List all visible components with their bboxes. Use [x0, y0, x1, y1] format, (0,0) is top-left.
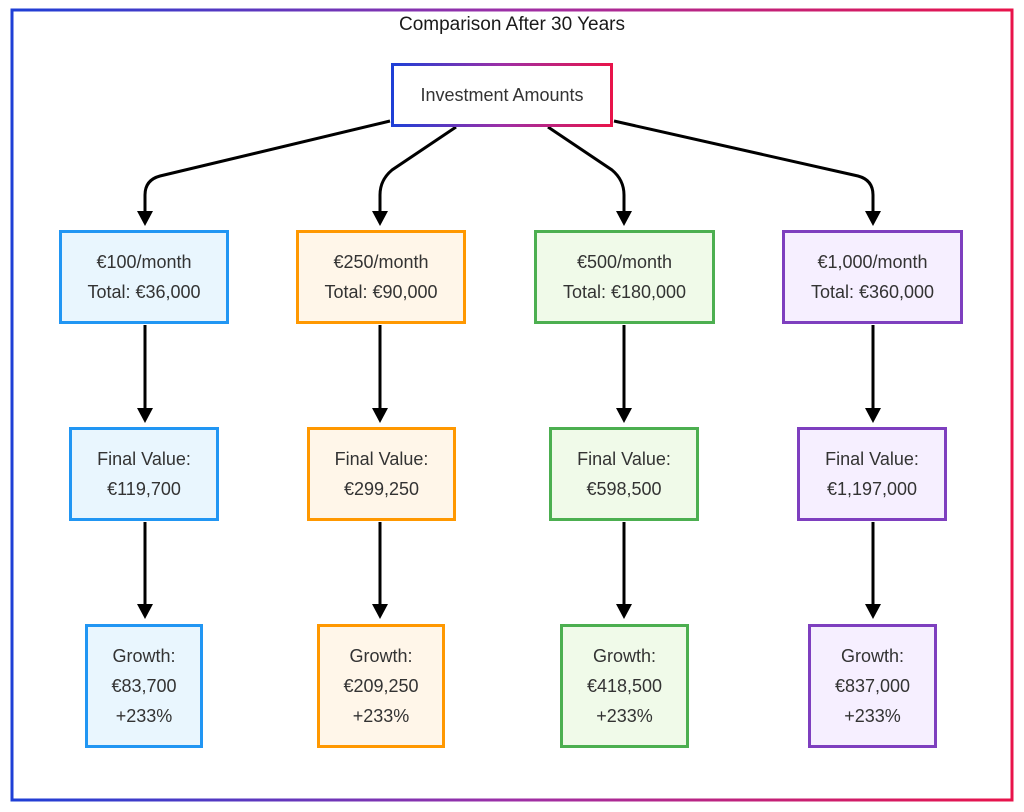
arrowhead: [865, 604, 881, 619]
monthly-amount-label: €250/month: [333, 252, 429, 272]
node-growth-1000: Growth: €837,000 +233%: [808, 624, 937, 748]
final-value-label: Final Value:: [97, 449, 191, 469]
arrowhead: [865, 211, 881, 226]
arrowhead: [616, 604, 632, 619]
arrowhead: [616, 211, 632, 226]
growth-amount: €837,000: [834, 676, 911, 696]
growth-percent: +233%: [596, 706, 653, 726]
total-contributed-label: Total: €36,000: [87, 282, 201, 302]
monthly-amount-label: €100/month: [96, 252, 192, 272]
monthly-amount-label: €500/month: [576, 252, 673, 272]
connector-root-to-500: [547, 125, 626, 212]
total-contributed-label: Total: €360,000: [810, 282, 935, 302]
growth-percent: +233%: [844, 706, 901, 726]
arrowhead: [137, 211, 153, 226]
final-value-label: Final Value:: [334, 449, 429, 469]
growth-percent: +233%: [115, 706, 173, 726]
growth-label: Growth:: [840, 646, 905, 666]
total-contributed-label: Total: €90,000: [324, 282, 438, 302]
node-growth-500: Growth: €418,500 +233%: [560, 624, 689, 748]
connector-root-to-1000: [613, 119, 875, 212]
arrowhead: [137, 604, 153, 619]
node-final-value-100: Final Value: €119,700: [69, 427, 219, 521]
node-final-value-250: Final Value: €299,250: [307, 427, 456, 521]
arrowhead: [616, 408, 632, 423]
total-contributed-label: Total: €180,000: [562, 282, 687, 302]
monthly-amount-label: €1,000/month: [817, 252, 928, 272]
final-value-label: Final Value:: [577, 449, 671, 469]
final-value-amount: €1,197,000: [826, 479, 918, 499]
node-monthly-1000: €1,000/month Total: €360,000: [782, 230, 963, 324]
arrowhead: [865, 408, 881, 423]
root-node-label: Investment Amounts: [420, 85, 584, 105]
node-final-value-1000: Final Value: €1,197,000: [797, 427, 947, 521]
arrowhead: [372, 604, 388, 619]
node-monthly-250: €250/month Total: €90,000: [296, 230, 466, 324]
node-monthly-500: €500/month Total: €180,000: [534, 230, 715, 324]
diagram-title: Comparison After 30 Years: [398, 14, 626, 35]
arrowhead: [137, 408, 153, 423]
node-final-value-500: Final Value: €598,500: [549, 427, 699, 521]
growth-amount: €209,250: [343, 676, 419, 696]
growth-label: Growth:: [592, 646, 657, 666]
final-value-amount: €299,250: [343, 479, 420, 499]
node-growth-100: Growth: €83,700 +233%: [85, 624, 203, 748]
node-growth-250: Growth: €209,250 +233%: [317, 624, 445, 748]
growth-label: Growth:: [112, 646, 176, 666]
final-value-amount: €119,700: [107, 479, 181, 499]
final-value-label: Final Value:: [825, 449, 919, 469]
root-node-investment-amounts: Investment Amounts: [391, 63, 613, 127]
growth-percent: +233%: [352, 706, 410, 726]
node-monthly-100: €100/month Total: €36,000: [59, 230, 229, 324]
connector-root-to-250: [378, 125, 457, 212]
connector-root-to-100: [143, 119, 391, 212]
arrowhead: [372, 408, 388, 423]
arrowhead: [372, 211, 388, 226]
growth-label: Growth:: [349, 646, 413, 666]
growth-amount: €83,700: [111, 676, 177, 696]
growth-amount: €418,500: [586, 676, 663, 696]
final-value-amount: €598,500: [586, 479, 662, 499]
